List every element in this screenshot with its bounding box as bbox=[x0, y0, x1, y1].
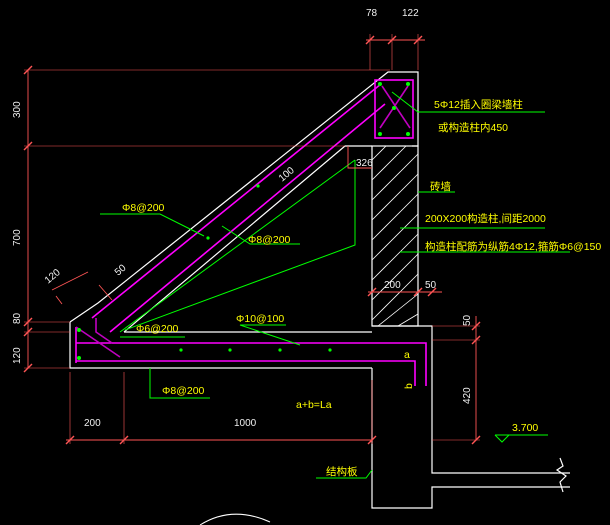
dim-wall-50: 50 bbox=[425, 280, 437, 291]
partial-arc bbox=[199, 513, 271, 525]
note-bar-bottom: Φ8@200 bbox=[162, 385, 205, 397]
note-corner-column-2: 或构造柱内450 bbox=[438, 121, 508, 134]
dim-right-50: 50 bbox=[462, 314, 473, 326]
leader-bar-bottom bbox=[149, 368, 210, 399]
diag-bar-lower bbox=[109, 103, 386, 333]
leader-long bbox=[119, 159, 356, 333]
bar-dots bbox=[77, 82, 410, 360]
leader-bar-diag-2 bbox=[221, 225, 300, 245]
dim-left-80: 80 bbox=[12, 312, 23, 324]
note-column-2: 构造柱配筋为纵筋4Φ12,箍筋Φ6@150 bbox=[425, 240, 601, 253]
note-elevation: 3.700 bbox=[512, 422, 538, 434]
leader-bar-diag-1 bbox=[100, 213, 205, 237]
dim-left-120: 120 bbox=[12, 347, 23, 364]
bracket-outer-edge bbox=[69, 71, 419, 323]
dimension-lines bbox=[24, 34, 480, 444]
brick-wall-outline bbox=[371, 145, 419, 327]
elevation-marker bbox=[494, 434, 510, 443]
dim-diag-50: 50 bbox=[113, 262, 129, 278]
corner-column-stirrup bbox=[374, 79, 414, 139]
beam-left-edge bbox=[371, 368, 570, 509]
leader-tie bbox=[124, 160, 356, 331]
dim-top-78: 78 bbox=[366, 8, 378, 19]
dim-diag-100: 100 bbox=[277, 165, 297, 184]
note-bar-slab-1: Φ6@200 bbox=[136, 323, 179, 335]
corner-hook bbox=[75, 326, 121, 358]
slab-bar-top bbox=[76, 342, 427, 386]
annotation-texts: 5Φ12插入圈梁墙柱 或构造柱内450 砖墙 200X200构造柱,间距2000… bbox=[122, 98, 601, 478]
leader-struct bbox=[316, 469, 373, 479]
dim-bottom-200: 200 bbox=[84, 418, 101, 429]
rebar bbox=[75, 79, 427, 386]
note-brick-wall: 砖墙 bbox=[430, 180, 451, 193]
note-bar-diag-2: Φ8@200 bbox=[248, 234, 291, 246]
dim-diag-120: 120 bbox=[43, 267, 63, 286]
diag-bar-upper bbox=[91, 83, 382, 319]
slab-bar-bottom bbox=[76, 360, 416, 386]
wall-hatch bbox=[371, 145, 419, 327]
dim-left-700: 700 bbox=[12, 229, 23, 246]
dimension-ticks bbox=[23, 35, 481, 445]
note-bar-slab-2: Φ10@100 bbox=[236, 313, 284, 325]
note-column-1: 200X200构造柱,间距2000 bbox=[425, 212, 546, 225]
dim-bottom-1000: 1000 bbox=[234, 418, 257, 429]
note-bar-diag-1: Φ8@200 bbox=[122, 202, 165, 214]
dim-wall-200: 200 bbox=[384, 280, 401, 291]
dim-left-300: 300 bbox=[12, 101, 23, 118]
leader-corner-col bbox=[391, 91, 545, 113]
leader-lines bbox=[100, 91, 570, 479]
dim-top-122: 122 bbox=[402, 8, 419, 19]
dim-right-420: 420 bbox=[462, 387, 473, 404]
corner-tie bbox=[95, 318, 113, 344]
note-corner-column-1: 5Φ12插入圈梁墙柱 bbox=[434, 98, 523, 111]
note-formula: a+b=La bbox=[296, 399, 332, 411]
concrete-outline bbox=[69, 71, 570, 509]
dim-cut-326: 326 bbox=[356, 158, 373, 169]
note-label-a: a bbox=[404, 349, 410, 361]
dimension-texts: 78 122 300 700 80 120 120 50 100 326 200… bbox=[12, 8, 473, 429]
leader-bar-slab-2 bbox=[239, 324, 301, 346]
note-label-b: b bbox=[403, 383, 415, 389]
note-struct-slab: 结构板 bbox=[326, 465, 358, 478]
break-mark bbox=[555, 457, 567, 493]
